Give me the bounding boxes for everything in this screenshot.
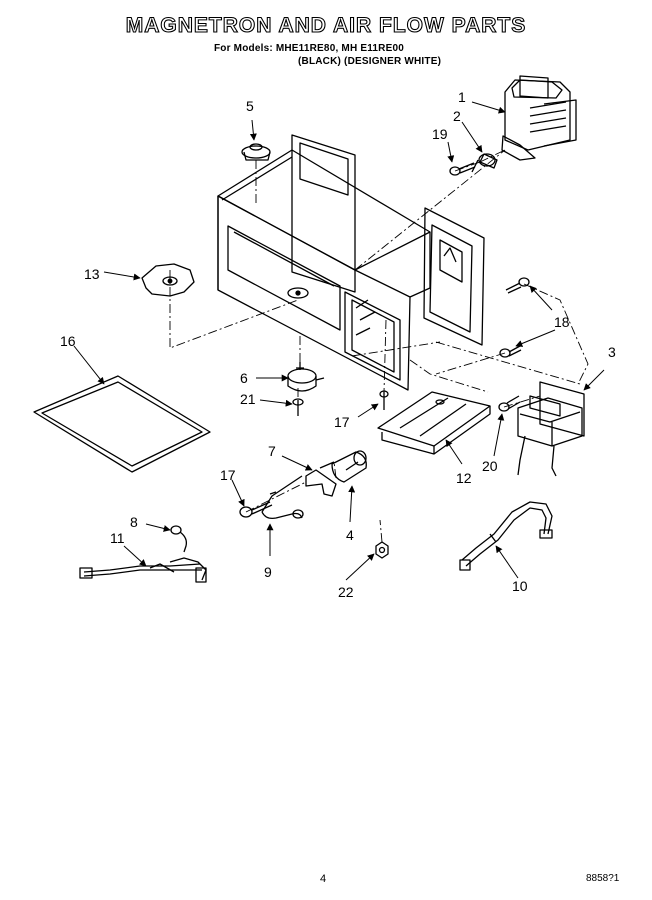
page-title: MAGNETRON AND AIR FLOW PARTS xyxy=(125,13,527,37)
screw-17-upper xyxy=(379,390,389,410)
callout-1: 1 xyxy=(458,89,466,105)
callout-3: 3 xyxy=(608,344,616,360)
capacitor-clamp xyxy=(305,461,337,497)
callout-17-upper: 17 xyxy=(334,414,350,430)
capacitor-bracket xyxy=(377,391,491,455)
callout-9: 9 xyxy=(264,564,272,580)
screw-21 xyxy=(292,398,304,416)
thermistor xyxy=(170,525,188,553)
callout-6: 6 xyxy=(240,370,248,386)
wire-harness xyxy=(79,557,207,583)
wire-harness-10 xyxy=(459,501,553,571)
callout-12: 12 xyxy=(456,470,472,486)
callout-19: 19 xyxy=(432,126,448,142)
callout-2: 2 xyxy=(453,108,461,124)
transformer xyxy=(517,381,585,477)
screw-20 xyxy=(498,395,521,412)
thermal-cutout xyxy=(471,153,498,173)
callout-21: 21 xyxy=(240,391,256,407)
models-subtitle: For Models: MHE11RE80, MH E11RE00 xyxy=(214,43,404,54)
air-guide-frame xyxy=(217,134,485,391)
fan-motor xyxy=(287,362,325,392)
hv-diode xyxy=(261,475,304,520)
screw-18-upper xyxy=(505,277,530,294)
callout-4: 4 xyxy=(346,527,354,543)
callout-13: 13 xyxy=(84,266,100,282)
callout-10: 10 xyxy=(512,578,528,594)
callout-11: 11 xyxy=(110,530,125,546)
callout-labels: 1 2 3 4 5 6 7 8 9 10 11 12 13 16 17 17 1… xyxy=(60,89,616,600)
color-variants: (BLACK) (DESIGNER WHITE) xyxy=(298,56,442,67)
callout-17-lower: 17 xyxy=(220,467,236,483)
callout-5: 5 xyxy=(246,98,254,114)
screw-18-lower xyxy=(499,345,522,358)
page-number: 4 xyxy=(320,873,327,885)
callout-20: 20 xyxy=(482,458,498,474)
magnetron xyxy=(501,75,577,161)
light-cover-panel xyxy=(33,375,211,473)
callout-18: 18 xyxy=(554,314,570,330)
stirrer-blade xyxy=(141,263,195,297)
screw-19 xyxy=(449,162,476,176)
callout-7: 7 xyxy=(268,443,276,459)
nut-22 xyxy=(375,541,389,559)
document-code: 8858?1 xyxy=(586,873,620,884)
callout-8: 8 xyxy=(130,514,138,530)
thermal-cutout-top xyxy=(241,143,271,161)
leader-arrows xyxy=(73,101,605,581)
callout-22: 22 xyxy=(338,584,354,600)
high-voltage-capacitor xyxy=(331,450,367,483)
callout-16: 16 xyxy=(60,333,76,349)
assembly-lines xyxy=(169,149,589,543)
